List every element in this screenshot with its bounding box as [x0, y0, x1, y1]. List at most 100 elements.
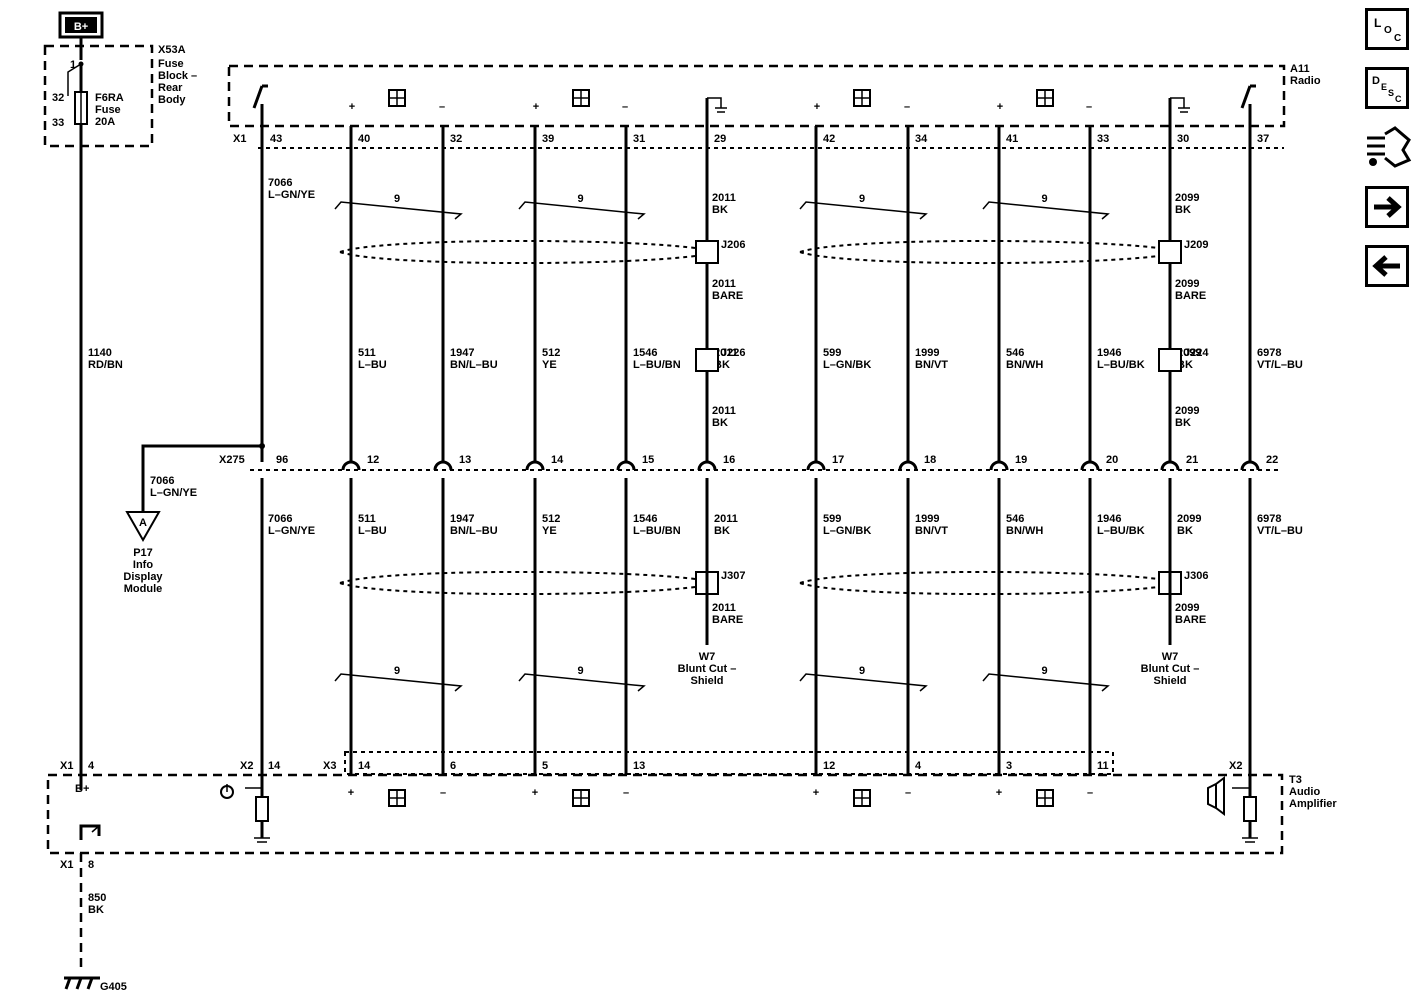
amp-desc-2: Amplifier: [1289, 798, 1337, 810]
radio-desc: Radio: [1290, 75, 1321, 87]
w2-bot-color: BN/L–BU: [450, 525, 498, 537]
radio-pin-41: 41: [1006, 133, 1018, 145]
x275-arc-3: [525, 460, 545, 471]
w5-end-2: Blunt Cut –: [678, 663, 737, 675]
w0-bot-color: L–GN/YE: [268, 525, 315, 537]
amp-x2-label-right: X2: [1229, 760, 1242, 772]
w3-mid-circuit: 512: [542, 347, 560, 359]
twist-count-lower-0: 9: [394, 665, 400, 677]
loc-icon: L O C: [1374, 16, 1401, 44]
x275-arc-9: [1080, 460, 1100, 471]
w10-s1-color: BARE: [1175, 290, 1206, 302]
w10-bot-circuit: 2099: [1177, 513, 1201, 525]
x275-arc-10: [1160, 460, 1180, 471]
x275-arc-1: [341, 460, 361, 471]
fuse-block-desc-1: Fuse: [158, 58, 184, 70]
radio-polarity-4: –: [622, 101, 628, 113]
speaker-mute-icon: [1207, 776, 1225, 816]
svg-text:S: S: [1388, 88, 1394, 98]
next-page-button[interactable]: [1365, 186, 1409, 228]
w5-bot-color: BK: [714, 525, 730, 537]
x275-pin-18: 18: [924, 454, 936, 466]
loc-button[interactable]: L O C: [1365, 8, 1409, 50]
w10-bot-color: BK: [1177, 525, 1193, 537]
p17-desc-3: Module: [124, 583, 163, 595]
p17-desc-2: Display: [123, 571, 163, 583]
fuse-pin-top: 1: [70, 59, 76, 71]
w7-bot-circuit: 1999: [915, 513, 939, 525]
radio-polarity-9: –: [1086, 101, 1092, 113]
fuse-pin-b: 33: [52, 117, 64, 129]
w11-mid-circuit: 6978: [1257, 347, 1281, 359]
amp-polarity-6: +: [813, 787, 819, 799]
fuse-rating: 20A: [95, 116, 115, 128]
w5-end-3: Shield: [690, 675, 723, 687]
w10-end-3: Shield: [1153, 675, 1186, 687]
amp-desc-1: Audio: [1289, 786, 1320, 798]
splice-J224: [1158, 348, 1182, 372]
w3-bot-circuit: 512: [542, 513, 560, 525]
w5-mid-circuit: 2011: [714, 347, 738, 359]
g405-hatch-3: [86, 977, 94, 990]
wire-262: 43 7066 L–GN/YE 96 7066 L–GN/YE X2 14: [240, 84, 315, 772]
twist-count-lower-2: 9: [859, 665, 865, 677]
radio-polarity-3: +: [533, 101, 539, 113]
arrow-right-icon: [1374, 196, 1402, 218]
twist-count-upper-3: 9: [1041, 193, 1047, 205]
twist-upper-2: [799, 201, 928, 220]
amp-7066-input: [220, 478, 270, 843]
gnd-pin: 8: [88, 859, 94, 871]
shield-ellipse-0: [339, 239, 696, 265]
radio-polarity-7: –: [904, 101, 910, 113]
g405-label: G405: [100, 981, 127, 993]
twist-count-lower-1: 9: [577, 665, 583, 677]
w3-mid-color: YE: [542, 359, 557, 371]
connector-harness-icon[interactable]: [1363, 124, 1413, 170]
amp-6978-resistor: [1243, 796, 1257, 822]
w0-bot-circuit: 7066: [268, 513, 292, 525]
radio-pin-29: 29: [714, 133, 726, 145]
radio-polarity-2: –: [439, 101, 445, 113]
w7-bot-color: BN/VT: [915, 525, 948, 537]
prev-page-button[interactable]: [1365, 245, 1409, 287]
amp-x2-label-left: X2: [240, 760, 253, 772]
w10-end-2: Blunt Cut –: [1141, 663, 1200, 675]
amp-bplus-label: B+: [75, 783, 89, 795]
w1-bot-color: L–BU: [358, 525, 387, 537]
radio-x1-label: X1: [233, 133, 246, 145]
fuse-block-name: X53A: [158, 44, 186, 56]
w10-s1-circuit: 2099: [1175, 278, 1199, 290]
shield-ellipse-2: [339, 570, 696, 596]
amp-polarity-9: –: [1087, 787, 1093, 799]
splice-J209: [1158, 240, 1182, 264]
radio-shield-gnd-5: [707, 97, 722, 108]
splice-J206: [695, 240, 719, 264]
fuse-block-desc-4: Body: [158, 94, 186, 106]
amp-speaker-icon-grid-8: [1037, 790, 1053, 806]
radio-pin-33: 33: [1097, 133, 1109, 145]
w8-mid-color: BN/WH: [1006, 359, 1043, 371]
radio-pin-34: 34: [915, 133, 928, 145]
desc-button[interactable]: D E S C: [1365, 67, 1409, 109]
w10-end-1: W7: [1162, 651, 1179, 663]
p17-flag-label: A: [139, 517, 147, 529]
radio-outline: [227, 64, 1286, 128]
w10-s3-circuit: 2099: [1175, 602, 1199, 614]
x275-pin-21: 21: [1186, 454, 1198, 466]
w7-mid-circuit: 1999: [915, 347, 939, 359]
radio-polarity-1: +: [349, 101, 355, 113]
w5-s3-color: BARE: [712, 614, 743, 626]
fuse-pin-a-link: [67, 63, 82, 96]
amp-pin-1: 14: [358, 760, 371, 772]
amp-pin-2: 6: [450, 760, 456, 772]
amp-polarity-8: +: [996, 787, 1002, 799]
w4-mid-circuit: 1546: [633, 347, 657, 359]
radio-speaker-icon-grid-1: [389, 90, 405, 106]
x275-pin-22: 22: [1266, 454, 1278, 466]
w5-top-color: BK: [712, 204, 728, 216]
w5-s2-color: BK: [712, 417, 728, 429]
radio-pin-40: 40: [358, 133, 370, 145]
w2-mid-circuit: 1947: [450, 347, 474, 359]
radio-pin-30: 30: [1177, 133, 1189, 145]
w10-s2-color: BK: [1175, 417, 1191, 429]
